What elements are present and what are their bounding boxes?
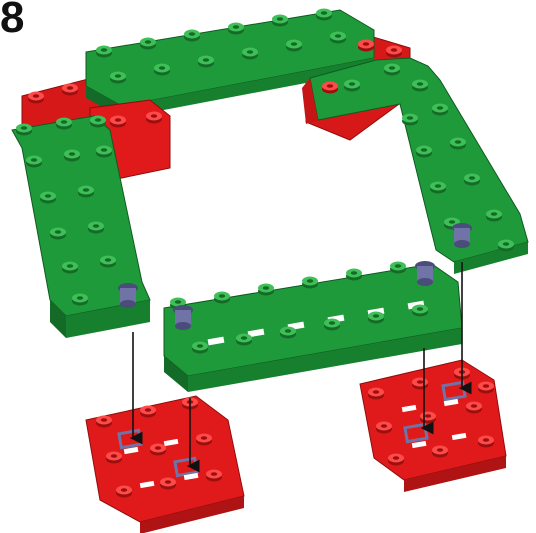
stud-hole: [483, 438, 489, 442]
stud-hole: [95, 118, 101, 122]
stud-hole: [189, 32, 195, 36]
stud-hole: [105, 258, 111, 262]
stud-hole: [203, 58, 209, 62]
stud-hole: [425, 414, 431, 418]
stud-hole: [329, 321, 335, 325]
stud-hole: [349, 82, 355, 86]
stud-hole: [197, 344, 203, 348]
stud-hole: [373, 314, 379, 318]
stud-hole: [219, 294, 225, 298]
stud-hole: [67, 86, 73, 90]
stud-hole: [351, 271, 357, 275]
stud-hole: [373, 390, 379, 394]
stud-hole: [277, 17, 283, 21]
stud-hole: [165, 480, 171, 484]
stud-hole: [407, 116, 413, 120]
step-number: 8: [0, 0, 24, 40]
stud-hole: [67, 264, 73, 268]
stud-hole: [393, 456, 399, 460]
stud-hole: [263, 286, 269, 290]
stud-hole: [111, 454, 117, 458]
stud-hole: [83, 188, 89, 192]
stud-hole: [145, 408, 151, 412]
stud-hole: [211, 472, 217, 476]
stud-hole: [61, 120, 67, 124]
stud-hole: [69, 152, 75, 156]
stud-hole: [421, 148, 427, 152]
stud-hole: [417, 307, 423, 311]
stud-hole: [93, 224, 99, 228]
stud-hole: [101, 418, 107, 422]
connector-pin-right-column: [452, 223, 472, 248]
stud-hole: [247, 50, 253, 54]
stud-hole: [417, 380, 423, 384]
stud-hole: [327, 84, 333, 88]
stud-hole: [31, 158, 37, 162]
connector-pin-left-column: [118, 283, 138, 308]
stud-hole: [115, 74, 121, 78]
stud-hole: [145, 40, 151, 44]
stud-hole: [285, 329, 291, 333]
stud-hole: [449, 220, 455, 224]
stud-hole: [233, 25, 239, 29]
stud-hole: [201, 436, 207, 440]
stud-hole: [503, 242, 509, 246]
stud-hole: [77, 296, 83, 300]
stud-hole: [55, 230, 61, 234]
stud-hole: [159, 66, 165, 70]
stud-hole: [321, 11, 327, 15]
stud-hole: [115, 118, 121, 122]
connector-pin-bar-right: [415, 261, 435, 286]
stud-hole: [151, 114, 157, 118]
stud-hole: [469, 176, 475, 180]
stud-hole: [417, 82, 423, 86]
stud-hole: [101, 48, 107, 52]
stud-hole: [241, 336, 247, 340]
stud-hole: [395, 264, 401, 268]
stud-hole: [483, 384, 489, 388]
stud-hole: [21, 126, 27, 130]
red-block-left: [86, 396, 244, 533]
stud-hole: [471, 404, 477, 408]
stud-hole: [155, 446, 161, 450]
stud-hole: [455, 140, 461, 144]
stud-hole: [437, 106, 443, 110]
stud-hole: [389, 66, 395, 70]
stud-hole: [307, 279, 313, 283]
stud-hole: [437, 448, 443, 452]
stud-hole: [391, 48, 397, 52]
stud-hole: [45, 194, 51, 198]
stud-hole: [381, 424, 387, 428]
stud-hole: [175, 300, 181, 304]
stud-hole: [291, 42, 297, 46]
stud-hole: [121, 488, 127, 492]
stud-hole: [101, 148, 107, 152]
stud-hole: [435, 184, 441, 188]
stud-hole: [363, 42, 369, 46]
stud-hole: [335, 34, 341, 38]
connector-pin-bar-left: [173, 305, 193, 330]
stud-hole: [33, 94, 39, 98]
stud-hole: [491, 212, 497, 216]
